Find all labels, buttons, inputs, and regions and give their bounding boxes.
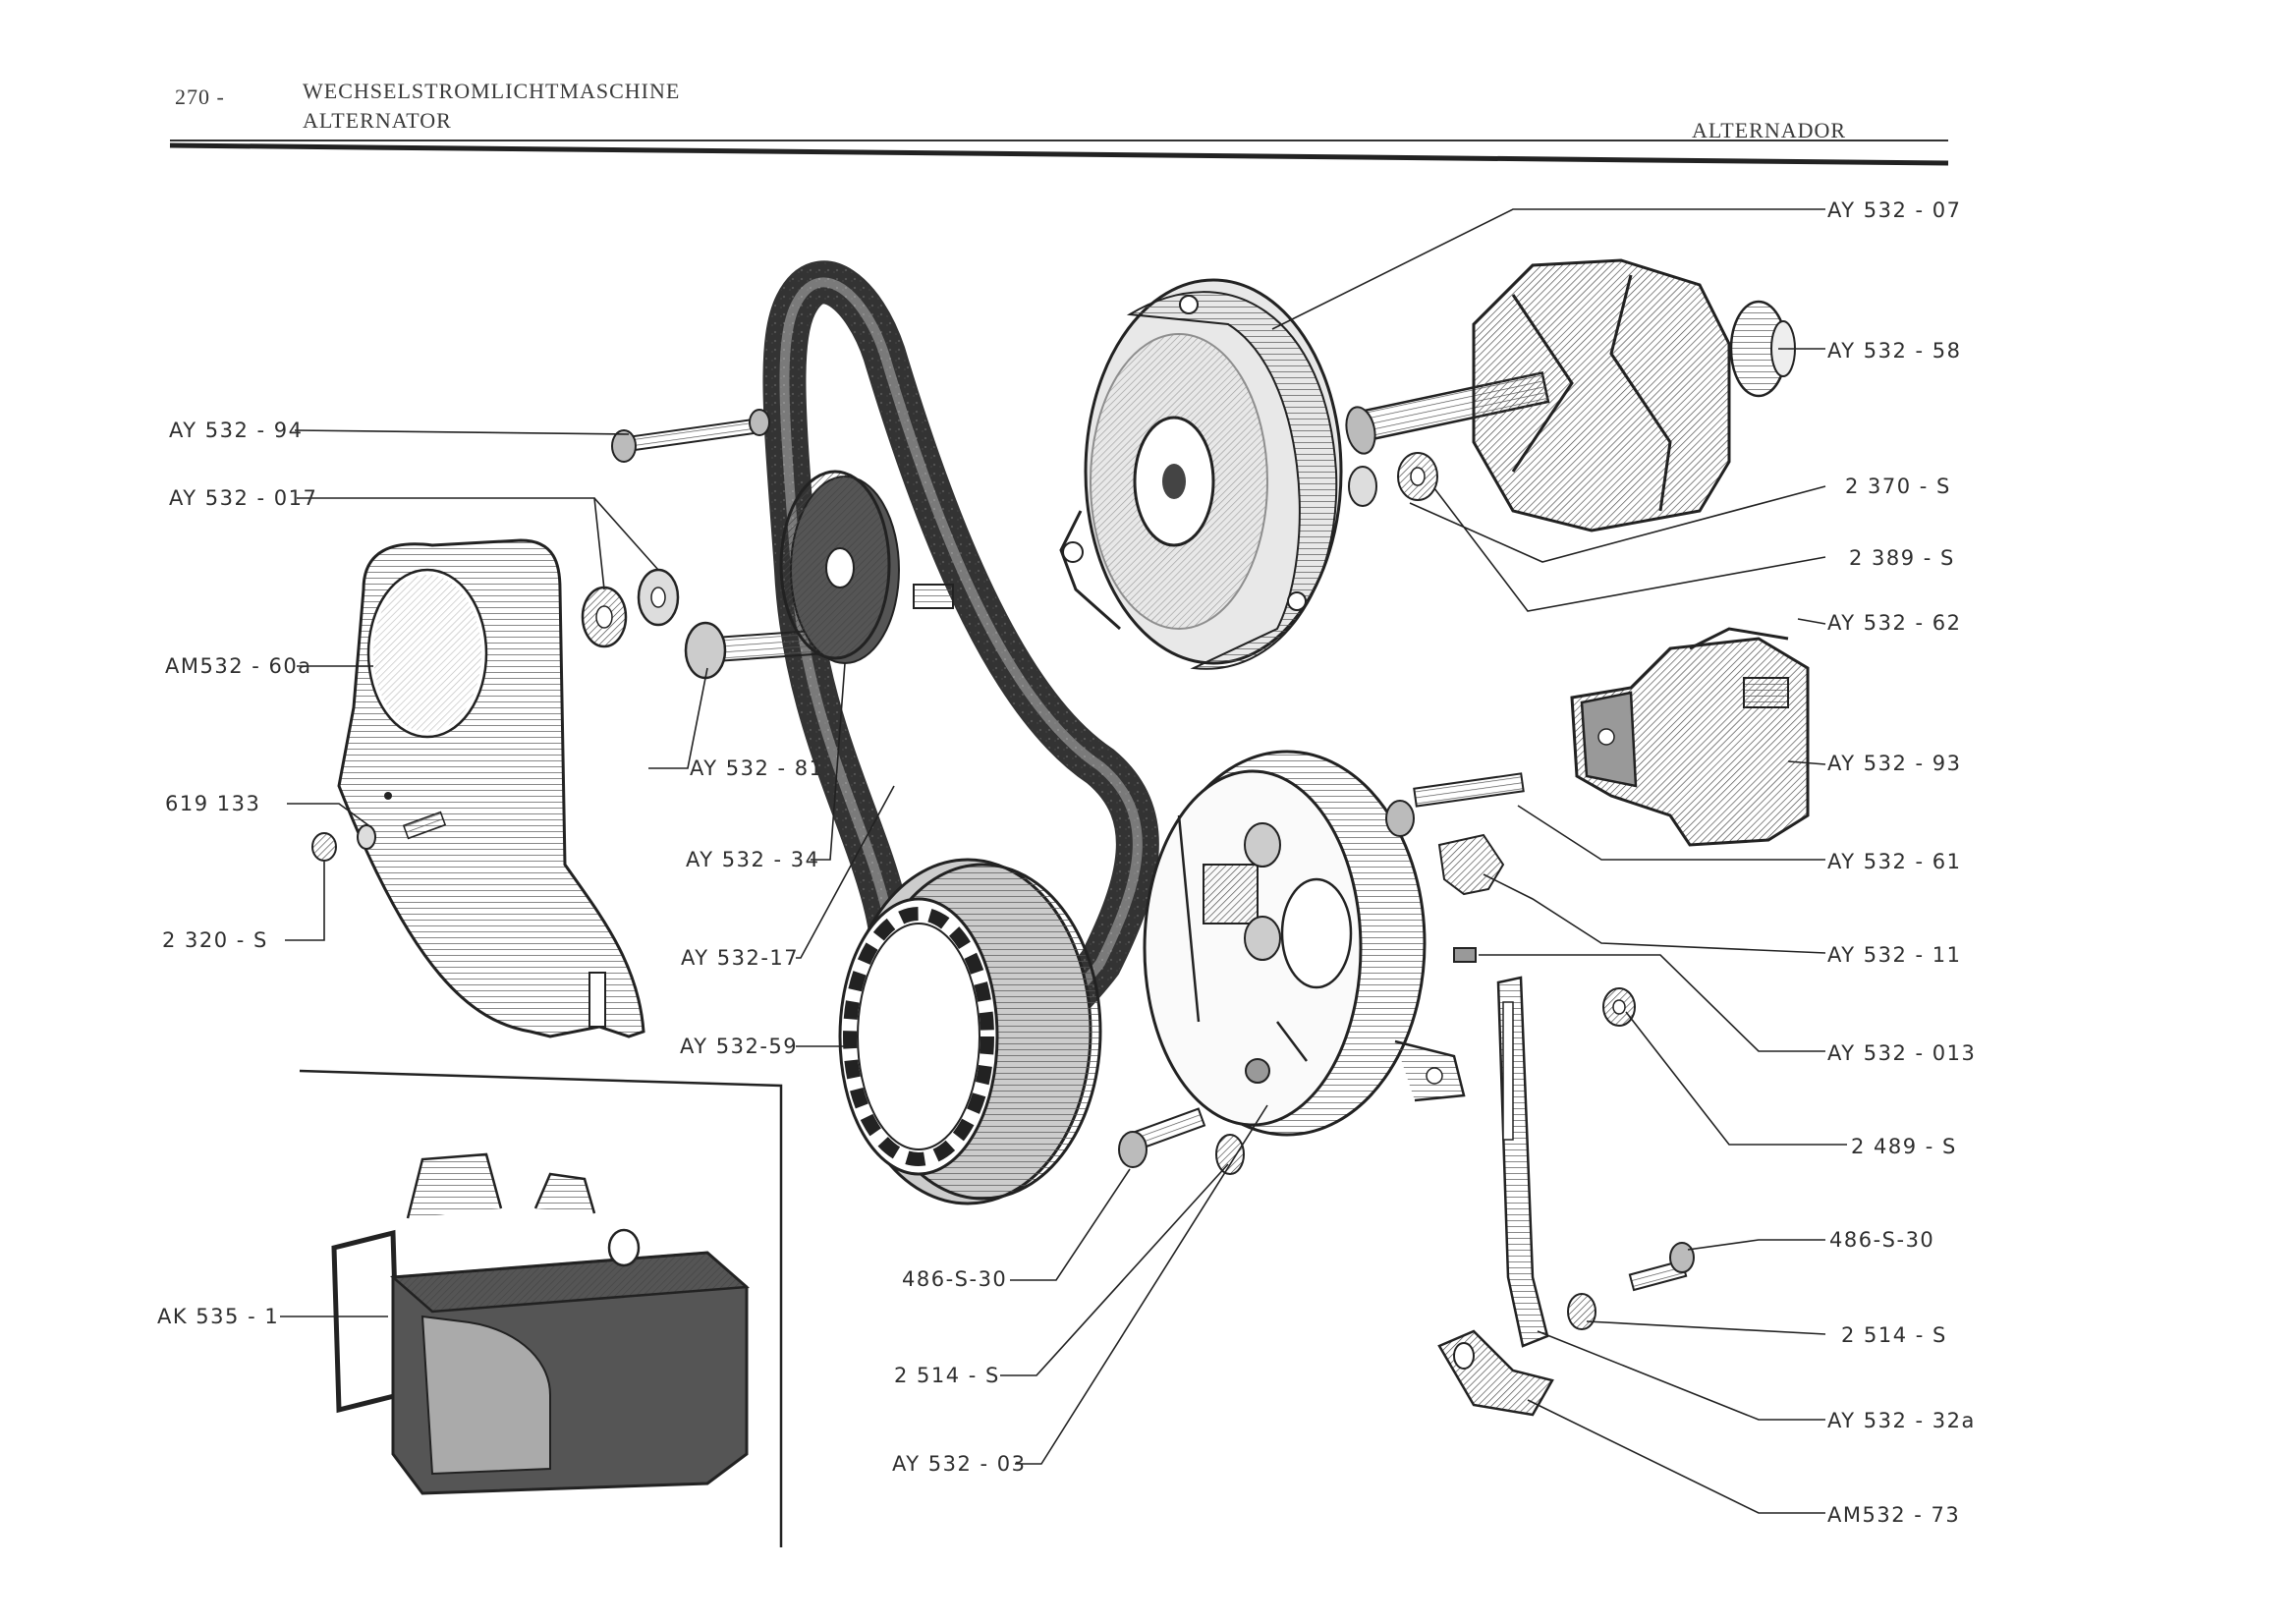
title-english: ALTERNATOR [303,108,452,133]
label-ay532-94: AY 532 - 94 [169,419,304,442]
label-2389-s: 2 389 - S [1849,546,1955,570]
label-ay532-58: AY 532 - 58 [1827,339,1962,363]
label-am532-60a: AM532 - 60a [165,654,312,678]
title-spanish: ALTERNADOR [1692,118,1847,142]
drive-end-housing [1059,278,1343,670]
label-ay532-32a: AY 532 - 32a [1827,1409,1976,1432]
label-ay532-59: AY 532-59 [680,1035,799,1058]
header-rule [169,140,1949,166]
voltage-regulator [331,1152,751,1495]
regulator-section-divider [299,1069,783,1547]
small-hardware-left [311,409,842,862]
pulley [779,470,954,664]
rotor [1345,258,1796,532]
label-2320-s: 2 320 - S [162,928,268,952]
label-ay532-017: AY 532 - 017 [169,486,318,510]
label-ay532-81: AY 532 - 81 [690,756,824,780]
page-number: 270 - [175,84,225,109]
title-german: WECHSELSTROMLICHTMASCHINE [303,79,681,103]
label-ay532-34: AY 532 - 34 [686,848,820,871]
label-ay532-03: AY 532 - 03 [892,1452,1027,1476]
brush-holder-assembly [1570,627,1810,847]
label-619133: 619 133 [165,792,261,815]
label-ay532-61: AY 532 - 61 [1827,850,1962,873]
label-ay532-17: AY 532-17 [681,946,800,970]
label-2514-s-right: 2 514 - S [1841,1323,1947,1347]
label-ak535-1: AK 535 - 1 [157,1305,280,1328]
label-am532-73: AM532 - 73 [1827,1503,1961,1527]
label-2370-s: 2 370 - S [1845,475,1951,498]
label-ay532-013: AY 532 - 013 [1827,1041,1977,1065]
label-2514-s-center: 2 514 - S [894,1364,1000,1387]
stator [838,858,1102,1205]
slip-ring-end-housing [1143,750,1525,1137]
label-2489-s: 2 489 - S [1851,1135,1957,1158]
label-ay532-93: AY 532 - 93 [1827,752,1962,775]
v-belt [762,260,1159,1072]
leader-lines [280,208,1847,1514]
label-ay532-07: AY 532 - 07 [1827,198,1962,222]
label-ay532-62: AY 532 - 62 [1827,611,1962,635]
adjusting-bracket [1437,976,1695,1417]
belt-guard [337,538,645,1038]
label-486-s-30-center: 486-S-30 [902,1267,1008,1291]
label-ay532-11: AY 532 - 11 [1827,943,1962,967]
label-486-s-30-right: 486-S-30 [1829,1228,1935,1252]
center-hardware [1118,1107,1245,1175]
